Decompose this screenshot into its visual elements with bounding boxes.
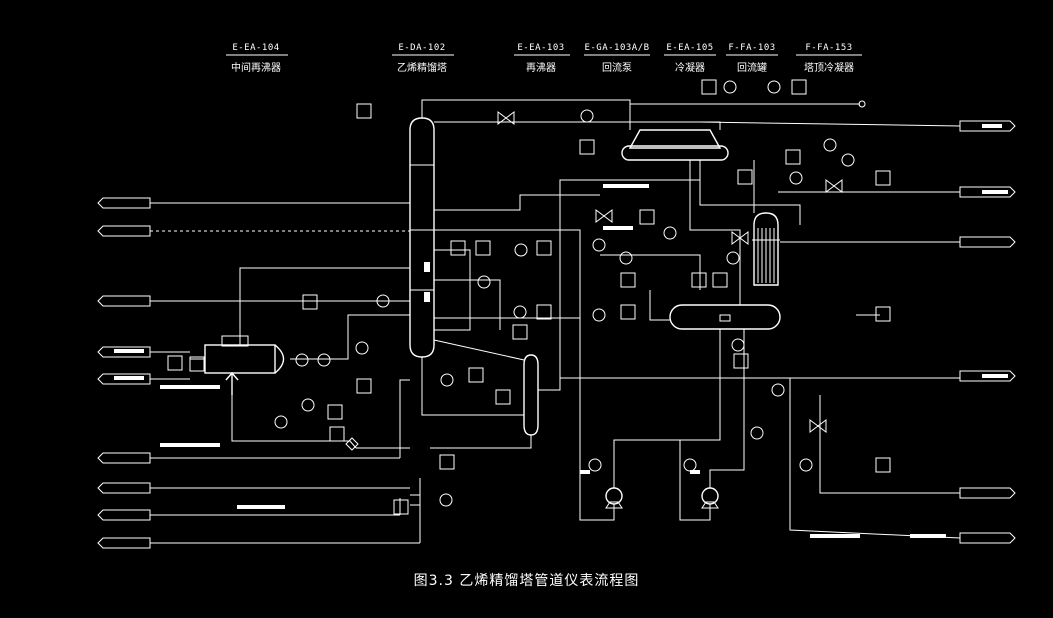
header-code: E-GA-103A/B [584,43,649,53]
instruments [167,79,891,515]
header-e-ea-103: E-EA-103 再沸器 [514,43,570,74]
valves [345,111,843,506]
header-code: E-DA-102 [398,43,445,53]
header-name: 乙烯精馏塔 [397,61,447,74]
header-name: 中间再沸器 [231,61,281,74]
header-code: F-FA-153 [805,43,852,53]
header-e-ga-103ab: E-GA-103A/B 回流泵 [584,43,650,74]
equipment-headers: E-EA-104 中间再沸器 E-DA-102 乙烯精馏塔 E-EA-103 再… [226,43,862,74]
header-code: F-FA-103 [728,43,775,53]
header-name: 塔顶冷凝器 [804,61,854,74]
header-f-fa-153: F-FA-153 塔顶冷凝器 [796,43,862,74]
header-e-ea-104: E-EA-104 中间再沸器 [226,43,288,74]
line-label-bars [160,184,946,538]
header-e-ea-105: E-EA-105 冷凝器 [664,43,716,74]
header-code: E-EA-105 [666,43,713,53]
header-name: 回流罐 [737,61,767,74]
header-name: 再沸器 [526,61,556,74]
process-piping [150,99,961,544]
header-e-da-102: E-DA-102 乙烯精馏塔 [392,43,454,74]
header-code: E-EA-103 [517,43,564,53]
column-e-da-102 [409,117,435,358]
header-name: 冷凝器 [675,61,705,74]
header-name: 回流泵 [602,61,632,74]
reboiler-e-ea-103 [523,354,539,436]
header-code: E-EA-104 [232,43,279,53]
header-f-fa-103: F-FA-103 回流罐 [726,43,778,74]
reflux-drum-f-fa-103 [669,304,781,330]
figure-caption: 图3.3 乙烯精馏塔管道仪表流程图 [413,573,640,589]
condenser-f-fa-153 [752,212,780,286]
condenser-e-ea-105 [621,129,729,161]
